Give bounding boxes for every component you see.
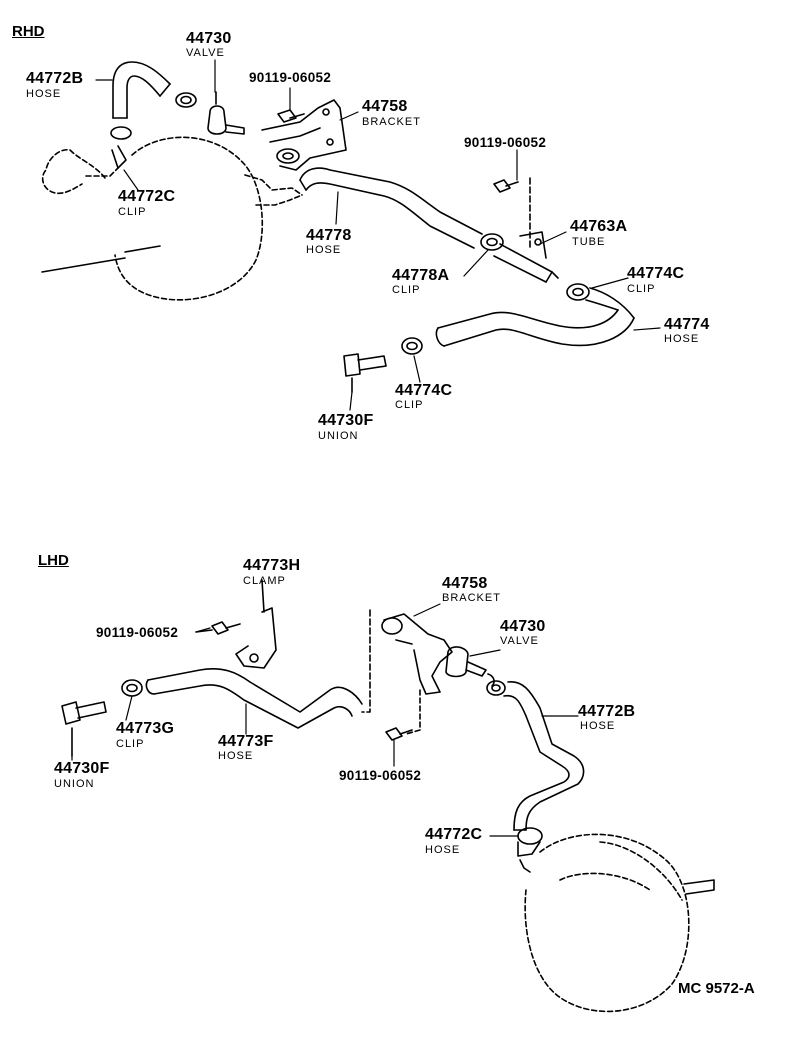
lhd-hose-44773f-name: HOSE <box>218 750 254 762</box>
rhd-hose-44772b <box>112 61 171 119</box>
rhd-clip-44774c-right-part <box>566 283 590 301</box>
lhd-assembly-dashline <box>361 609 371 713</box>
lhd-booster-rod <box>683 879 715 895</box>
lhd-valve-44730-number: 44730 <box>500 618 546 635</box>
rhd-hose-44778-number: 44778 <box>306 227 352 244</box>
rhd-hose-44778 <box>299 167 483 249</box>
lhd-brake-booster <box>524 833 690 1013</box>
lhd-clamp-44773h <box>235 579 277 669</box>
rhd-clip-44772c-name: CLIP <box>118 206 147 218</box>
reference-code: MC 9572-A <box>678 980 755 997</box>
rhd-hose-44772b-number: 44772B <box>26 70 84 87</box>
lhd-clip-valve <box>486 680 506 696</box>
lhd-hose-44772c-name: HOSE <box>425 844 461 856</box>
lhd-bolt-left-part <box>195 621 241 635</box>
rhd-hose-44774-number: 44774 <box>664 316 710 333</box>
rhd-brake-booster <box>41 136 303 301</box>
lhd-hose-44772c-number: 44772C <box>425 826 483 843</box>
lhd-bolt-left-number: 90119-06052 <box>96 625 179 640</box>
lhd-bracket-44758-name: BRACKET <box>442 592 501 604</box>
rhd-clip-44778a-part <box>480 233 504 251</box>
rhd-clip-44772c-part <box>110 126 132 169</box>
rhd-hose-44774-name: HOSE <box>664 333 700 345</box>
rhd-bolt-top-part <box>277 109 305 123</box>
lhd-clip-44773g-number: 44773G <box>116 720 175 737</box>
rhd-clip-44778a-number: 44778A <box>392 267 450 284</box>
lhd-clip-44772c-part <box>517 827 543 873</box>
lhd-union-44730f-number: 44730F <box>54 760 110 777</box>
lhd-bolt-lower-number: 90119-06052 <box>339 768 422 783</box>
rhd-union-44730f-part <box>343 353 387 393</box>
rhd-clip-44774c-lower-name: CLIP <box>395 399 424 411</box>
lhd-valve-44730-name: VALVE <box>500 635 539 647</box>
lhd-clamp-44773h-number: 44773H <box>243 557 301 574</box>
rhd-bracket-44758 <box>261 99 347 171</box>
lhd-bracket-44758-number: 44758 <box>442 575 488 592</box>
section-rhd: RHD <box>12 23 45 40</box>
rhd-clip-44778a-name: CLIP <box>392 284 421 296</box>
lhd-hose-44772b-name: HOSE <box>580 720 616 732</box>
rhd-bolt-right-number: 90119-06052 <box>464 135 547 150</box>
rhd-tube-44763a-number: 44763A <box>570 218 628 235</box>
lhd-hose-44773f-number: 44773F <box>218 733 274 750</box>
rhd-valve-44730 <box>207 91 245 135</box>
lhd-clip-44773g-name: CLIP <box>116 738 145 750</box>
lhd-hose-44772b-number: 44772B <box>578 703 636 720</box>
rhd-clip-bracket <box>276 148 300 164</box>
lhd-hose-44773f <box>145 667 363 729</box>
lhd-hose-44772b <box>503 681 585 831</box>
lhd-bracket-44758 <box>381 613 453 695</box>
rhd-valve-44730-name: VALVE <box>186 47 225 59</box>
lhd-bracket-leader-dash <box>405 689 421 735</box>
lhd-clip-44773g-part <box>121 679 143 697</box>
lhd-bolt-lower-part <box>385 727 413 741</box>
lhd-valve-44730 <box>445 646 495 687</box>
rhd-tube-44763a <box>493 231 559 283</box>
rhd-valve-44730-number: 44730 <box>186 30 232 47</box>
rhd-bracket-44758-name: BRACKET <box>362 116 421 128</box>
rhd-union-44730f-number: 44730F <box>318 412 374 429</box>
rhd-hose-44772b-name: HOSE <box>26 88 62 100</box>
rhd-booster-rod <box>41 245 161 273</box>
rhd-tube-44763a-name: TUBE <box>572 236 606 248</box>
rhd-leaders <box>95 59 661 411</box>
rhd-bolt-right-part <box>493 179 519 193</box>
lhd-union-44730f-part <box>61 701 107 757</box>
rhd-hose-44778-name: HOSE <box>306 244 342 256</box>
rhd-bolt-top-number: 90119-06052 <box>249 70 332 85</box>
rhd-clip-44772c-number: 44772C <box>118 188 176 205</box>
rhd-hose-44774 <box>435 287 635 347</box>
section-lhd: LHD <box>38 552 69 569</box>
rhd-clip-44774c-right-number: 44774C <box>627 265 685 282</box>
rhd-clip-44774c-lower-part <box>401 337 423 355</box>
lhd-union-44730f-name: UNION <box>54 778 95 790</box>
lhd-clamp-44773h-name: CLAMP <box>243 575 286 587</box>
rhd-union-44730f-name: UNION <box>318 430 359 442</box>
rhd-clip-44772b-top <box>175 92 197 108</box>
rhd-bracket-44758-number: 44758 <box>362 98 408 115</box>
rhd-clip-44774c-right-name: CLIP <box>627 283 656 295</box>
rhd-clip-44774c-lower-number: 44774C <box>395 382 453 399</box>
lhd-leaders <box>71 603 579 837</box>
